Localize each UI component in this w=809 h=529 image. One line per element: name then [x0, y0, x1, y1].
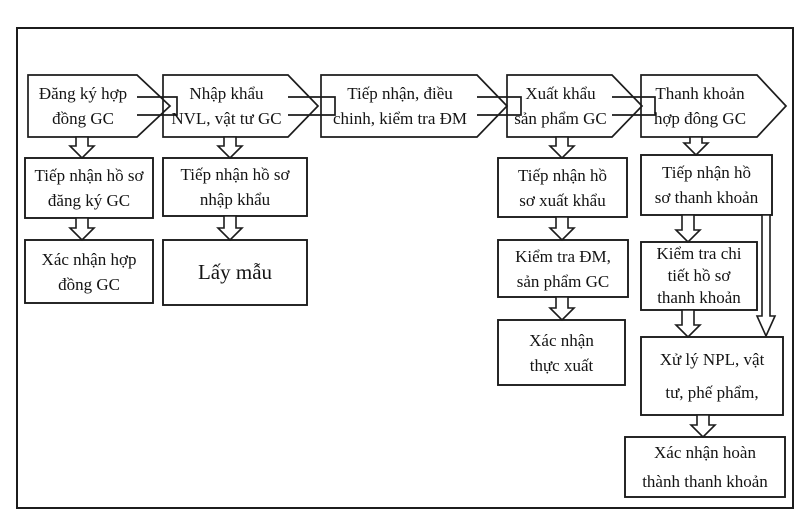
step-box-receive-liquidation	[640, 154, 773, 216]
diagram-border	[16, 27, 794, 509]
stage-2-label: Nhập khẩu NVL, vật tư GC	[171, 84, 282, 128]
down-arrow-icon	[68, 136, 96, 160]
step-box-take-sample	[162, 239, 308, 306]
stage-chevron-3	[320, 74, 509, 138]
stage-connector-1-2	[137, 96, 178, 116]
step-check-dm-product-label: Kiểm tra ĐM, sản phẩm GC	[515, 246, 611, 291]
down-arrow-icon	[548, 296, 576, 322]
down-arrow-icon	[674, 214, 702, 244]
stage-4-label: Xuất khẩu sản phẩm GC	[514, 84, 607, 128]
down-arrow-icon	[689, 414, 717, 439]
stage-3-label: Tiếp nhận, điều chinh, kiểm tra ĐM	[332, 84, 468, 128]
bypass-down-arrow-icon	[755, 214, 777, 338]
stage-chevron-5	[640, 74, 788, 138]
down-arrow-icon	[548, 216, 576, 242]
down-arrow-icon	[682, 136, 710, 157]
step-confirm-actual-export-label: Xác nhận thực xuất	[529, 330, 594, 375]
step-box-confirm-contract	[24, 239, 154, 304]
down-arrow-icon	[68, 217, 96, 242]
down-arrow-icon	[216, 136, 244, 160]
step-process-npl-label: Xử lý NPL, vật tư, phế phẩm,	[659, 350, 765, 402]
stage-connector-2-3	[288, 96, 336, 116]
down-arrow-icon	[216, 215, 244, 242]
down-arrow-icon	[674, 309, 702, 339]
step-box-process-npl	[640, 336, 784, 416]
step-box-check-liquidation-detail	[640, 241, 758, 311]
stage-chevron-2	[162, 74, 320, 138]
step-receive-liquidation-label: Tiếp nhận hồ sơ thanh khoản	[654, 163, 759, 207]
step-receive-registration-label: Tiếp nhận hồ sơ đăng ký GC	[34, 166, 144, 210]
down-arrow-icon	[548, 136, 576, 160]
stage-1-label: Đăng ký hợp đồng GC	[38, 84, 128, 128]
step-take-sample-label: Lấy mẫu	[197, 260, 273, 284]
step-confirm-contract-label: Xác nhận hợp đồng GC	[41, 249, 137, 294]
step-confirm-liquidation-complete-label: Xác nhận hoàn thành thanh khoản	[642, 443, 768, 491]
stage-chevron-1	[27, 74, 172, 138]
step-box-confirm-liquidation-complete	[624, 436, 786, 498]
step-receive-export-label: Tiếp nhận hồ sơ xuất khẩu	[517, 165, 608, 210]
stage-chevron-4	[506, 74, 644, 138]
step-check-liquidation-detail-label: Kiểm tra chi tiết hồ sơ thanh khoản	[656, 244, 742, 307]
step-receive-import-label: Tiếp nhận hồ sơ nhập khẩu	[180, 165, 290, 209]
stage-5-label: Thanh khoản hợp đông GC	[653, 84, 747, 128]
step-box-receive-registration	[24, 157, 154, 219]
